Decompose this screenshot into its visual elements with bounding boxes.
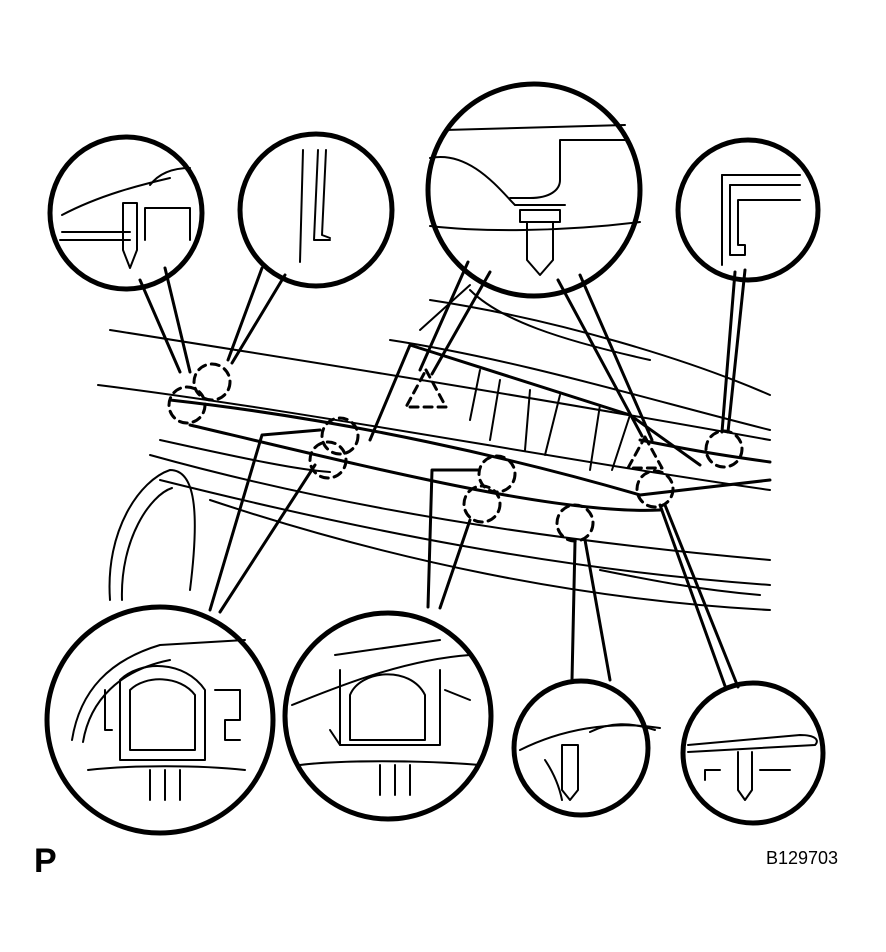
clip-marker-3 — [320, 416, 360, 456]
figure-id-label: B129703 — [766, 848, 839, 868]
triangle-marker-1 — [404, 368, 448, 409]
cowl-panel — [168, 343, 772, 512]
clip-marker-9 — [635, 469, 675, 509]
clip-marker-1 — [192, 362, 232, 402]
clip-marker-8 — [704, 429, 744, 469]
hood-body — [97, 284, 771, 611]
wheel-arch — [108, 469, 196, 601]
leader-lines — [138, 260, 747, 689]
triangle-marker-2 — [626, 435, 664, 470]
clip-marker-2 — [167, 385, 207, 425]
callout-7 — [511, 678, 661, 818]
callout-6 — [282, 610, 494, 822]
callout-5 — [44, 604, 276, 836]
callout-1 — [47, 134, 205, 292]
callout-3 — [425, 81, 643, 299]
view-letter-label: P — [34, 842, 57, 880]
callout-2 — [237, 131, 395, 289]
callout-8 — [680, 680, 826, 826]
clip-marker-7 — [555, 503, 595, 543]
clip-markers — [167, 362, 744, 543]
clip-marker-6 — [462, 484, 502, 524]
clip-marker-4 — [308, 440, 348, 480]
callout-4 — [675, 137, 821, 283]
